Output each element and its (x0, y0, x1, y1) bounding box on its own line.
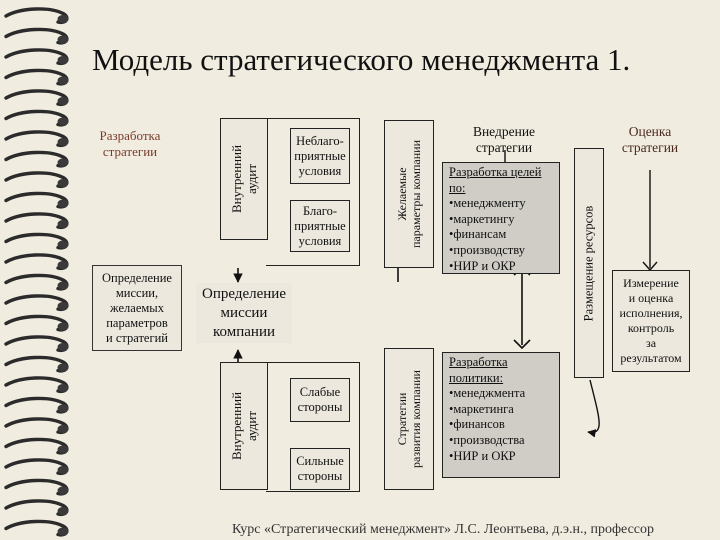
spiral-binding (4, 7, 69, 537)
arrowhead-down (513, 339, 531, 350)
goals-box: Разработка целей по: •менеджменту •марке… (442, 162, 560, 274)
spiral-hole (57, 240, 69, 249)
spiral-hole (57, 97, 69, 105)
implementation-label: Внедрение стратегии (472, 124, 536, 155)
spiral-hole (57, 384, 69, 392)
mission-definition-box: Определение миссии, желаемых параметров … (92, 265, 182, 351)
strong-sides-box: Сильные стороны (290, 448, 350, 490)
spiral-hole (57, 179, 69, 187)
spiral-hole (57, 76, 69, 85)
evaluation-label: Оценка стратегии (621, 124, 679, 155)
external-audit-box: Внутренний аудит (220, 118, 268, 240)
spiral-hole (57, 158, 69, 167)
spiral-hole (57, 15, 69, 23)
measurement-box: Измерение и оценка исполнения, контроль … (612, 270, 690, 372)
spiral-hole (57, 404, 69, 413)
spiral-hole (57, 322, 69, 331)
policy-box: Разработка политики: •менеджмента •марке… (442, 352, 560, 478)
spiral-hole (57, 281, 69, 290)
spiral-hole (57, 56, 69, 64)
spiral-hole (57, 527, 69, 536)
internal-audit-box: Внутренний аудит (220, 362, 268, 490)
spiral-hole (57, 220, 69, 228)
spiral-hole (57, 117, 69, 126)
page-title: Модель стратегического менеджмента 1. (92, 42, 631, 77)
lower-bracket (266, 362, 360, 492)
favorable-box: Благо- приятные условия (290, 200, 350, 252)
spiral-hole (57, 425, 69, 433)
footer-credit: Курс «Стратегический менеджмент» Л.С. Ле… (232, 522, 655, 537)
spiral-hole (57, 35, 69, 44)
desired-params-box: Желаемые параметры компании (384, 120, 434, 268)
spiral-hole (57, 363, 69, 372)
spiral-hole (57, 302, 69, 310)
unfavorable-box: Неблаго- приятные условия (290, 128, 350, 184)
weak-sides-box: Слабые стороны (290, 378, 350, 422)
spiral-hole (57, 445, 69, 454)
dev-strategy-label: Разработка стратегии (99, 128, 161, 159)
dev-strategies-box: Стратегии развития компании (384, 348, 434, 490)
upper-bracket (266, 118, 360, 266)
spiral-hole (57, 343, 69, 351)
spiral-hole (57, 138, 69, 146)
spiral-hole (57, 507, 69, 515)
resources-box: Размещение ресурсов (574, 148, 604, 378)
spiral-hole (57, 466, 69, 474)
spiral-hole (57, 261, 69, 269)
curve-arrow-policy (587, 379, 600, 438)
spiral-hole (57, 199, 69, 208)
company-mission-box: Определение миссии компании (196, 283, 292, 343)
spiral-hole (57, 486, 69, 495)
